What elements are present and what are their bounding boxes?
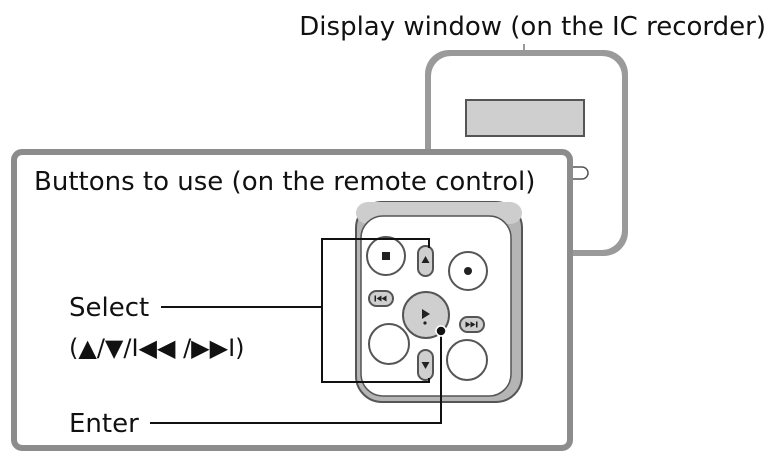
display-window-label: Display window (on the IC recorder)	[299, 12, 766, 42]
select-label: Select	[69, 293, 149, 323]
bottom-left-button[interactable]	[368, 323, 410, 365]
bottom-right-button[interactable]	[446, 339, 488, 381]
next-track-icon	[465, 321, 478, 328]
select-keys-label: (▲/▼/I◀◀ /▶▶I)	[69, 334, 245, 362]
stop-icon	[382, 252, 390, 260]
select-callout	[161, 238, 430, 383]
enter-callout	[150, 325, 447, 424]
enter-callout-dot	[435, 325, 447, 337]
up-arrow-icon	[421, 256, 430, 263]
display-window	[465, 99, 585, 137]
remote-control	[355, 201, 523, 403]
record-icon	[464, 267, 472, 275]
recorder-side-slot	[572, 166, 589, 180]
play-enter-icon	[422, 309, 430, 325]
buttons-to-use-label: Buttons to use (on the remote control)	[34, 167, 535, 197]
previous-track-icon	[374, 295, 387, 302]
down-arrow-icon	[421, 362, 430, 369]
enter-label: Enter	[69, 409, 139, 439]
